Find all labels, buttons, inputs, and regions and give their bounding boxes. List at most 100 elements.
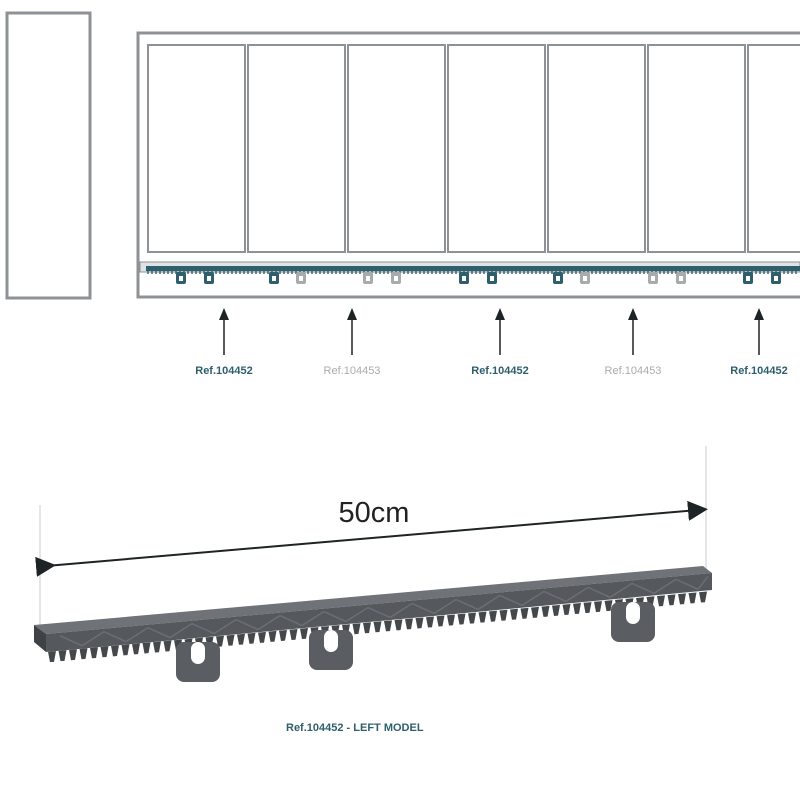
rack-tooth — [468, 612, 476, 624]
rack-tooth — [594, 601, 602, 613]
rack-truss-rib — [609, 582, 633, 598]
reference-arrow-head — [347, 308, 357, 320]
ref-label-1: Ref.104452 — [195, 365, 253, 377]
gate-panel — [247, 44, 346, 253]
gate-panel — [647, 44, 746, 253]
rack-tooth — [289, 628, 298, 640]
gate-bracket-slot — [774, 276, 778, 281]
dimension-annotation: 50cm — [35, 446, 708, 632]
rack-truss-rib — [147, 626, 171, 639]
rack-tooth — [216, 635, 224, 647]
rack-tooth — [247, 632, 256, 644]
reference-arrow-head — [754, 308, 764, 320]
rack-tooth — [394, 619, 403, 631]
gate-bracket-slot — [394, 276, 398, 281]
rack-truss-rib — [521, 590, 545, 607]
rack-truss-pattern — [59, 575, 709, 647]
rack-truss-rib — [345, 606, 369, 623]
gate-bracket-slot — [462, 276, 466, 281]
ref-label-2: Ref.104453 — [324, 365, 381, 377]
gate-bracket-slot — [272, 276, 276, 281]
rack-truss-rib — [543, 590, 567, 603]
rack-tooth — [667, 594, 676, 606]
rack-tooth — [552, 604, 560, 616]
product-caption: Ref.104452 - LEFT MODEL — [286, 722, 424, 734]
rack-truss-rib — [477, 594, 501, 611]
rack-truss-rib — [411, 602, 435, 615]
rack-tooth — [436, 615, 445, 627]
rack-tooth — [384, 620, 392, 632]
rack-mounting-tabs — [176, 602, 655, 682]
ref-label-3: Ref.104452 — [471, 365, 529, 377]
gate-brackets — [176, 272, 781, 284]
rack-tooth — [510, 608, 518, 620]
gate-bracket-slot — [651, 276, 655, 281]
gate-panel — [147, 44, 246, 253]
gate-bracket-slot — [583, 276, 587, 281]
rack-tooth — [520, 607, 529, 619]
gate-bracket-slot — [679, 276, 683, 281]
rack-tab-slot — [191, 642, 205, 664]
gate-panel — [447, 44, 546, 253]
reference-arrow-head — [219, 308, 229, 320]
rack-truss-rib — [125, 627, 149, 643]
rack-truss-rib — [235, 618, 259, 631]
rack-truss-rib — [301, 610, 325, 627]
ref-label-4: Ref.104453 — [605, 365, 662, 377]
rack-tooth — [699, 591, 707, 603]
rack-product — [34, 566, 712, 682]
rack-tooth — [489, 610, 497, 622]
gate-bracket-slot — [207, 276, 211, 281]
rack-tooth — [237, 633, 245, 645]
dimension-arrow — [35, 500, 708, 577]
rack-tooth — [688, 592, 697, 604]
gate-bracket-slot — [179, 276, 183, 281]
rack-tooth — [363, 622, 371, 634]
rack-end-cap — [34, 625, 46, 652]
rack-tooth — [142, 642, 151, 654]
rack-tab-slot — [324, 630, 338, 652]
gate-elevation — [5, 11, 800, 300]
reference-arrows — [219, 308, 764, 355]
rack-tooth — [531, 606, 539, 618]
rack-truss-rib — [499, 594, 523, 607]
rack-truss-rib — [631, 582, 655, 594]
rack-truss-rib — [213, 618, 237, 635]
rack-tooth — [279, 629, 287, 641]
rack-truss-rib — [587, 586, 611, 599]
gate-panel — [347, 44, 446, 253]
gate-post — [5, 11, 92, 300]
rack-tooth — [163, 640, 172, 652]
rack-tooth — [562, 603, 571, 615]
rack-truss-rib — [389, 602, 413, 619]
reference-arrow-head — [628, 308, 638, 320]
rack-truss-rib — [697, 575, 709, 590]
gate-panel — [747, 44, 800, 253]
rack-tooth — [657, 595, 665, 607]
rack-tooth — [447, 614, 455, 626]
rack-truss-rib — [565, 586, 589, 603]
rack-truss-rib — [257, 614, 281, 631]
rack-tooth — [678, 593, 686, 605]
rack-tooth — [478, 611, 487, 623]
rack-tab-slot — [626, 602, 640, 624]
rack-tooth — [583, 602, 592, 614]
rack-tooth — [100, 646, 109, 658]
rack-tooth — [121, 644, 130, 656]
rack-tooth — [48, 651, 56, 663]
rack-tooth — [300, 628, 308, 640]
gate-panel — [547, 44, 646, 253]
rack-truss-rib — [433, 598, 457, 615]
rack-tooth — [405, 618, 413, 630]
gate-bracket-slot — [556, 276, 560, 281]
rack-tooth — [90, 647, 98, 659]
rack-tooth — [573, 603, 581, 615]
rack-truss-rib — [675, 578, 699, 590]
rack-truss-rib — [81, 631, 105, 647]
gate-rack — [146, 266, 800, 274]
rack-tooth — [58, 650, 67, 662]
rack-tooth — [153, 641, 161, 653]
reference-labels: Ref.104452 Ref.104453 Ref.104452 Ref.104… — [195, 365, 788, 377]
rack-tooth — [499, 609, 508, 621]
